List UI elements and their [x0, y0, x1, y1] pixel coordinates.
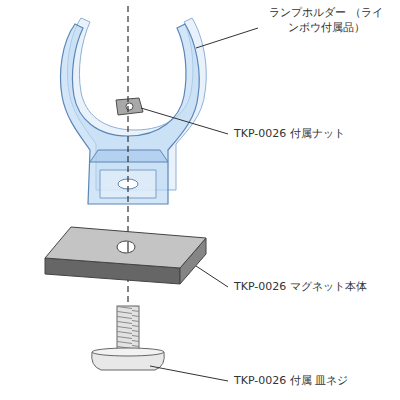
- nut-hole: [126, 103, 133, 110]
- part-label: TKP-0026 マグネット本体: [232, 280, 369, 295]
- leader-line: [196, 266, 228, 287]
- screw-shank: [117, 306, 139, 353]
- leader-line: [196, 28, 258, 48]
- lamp-holder: [61, 24, 200, 204]
- screw-head-top: [92, 348, 164, 356]
- lamp-holder-seat: [90, 150, 168, 162]
- leader-line: [141, 108, 228, 134]
- magnet-body: [45, 227, 206, 268]
- part-label: TKP-0026 付属 皿ネジ: [232, 374, 350, 389]
- nut: [116, 98, 143, 115]
- part-label: TKP-0026 付属ナット: [232, 127, 347, 142]
- center-line: [127, 242, 128, 252]
- leader-line: [150, 366, 228, 381]
- magnet-hole: [117, 241, 135, 253]
- part-label: ランプホルダー （ラインボウ付属品）: [262, 6, 390, 36]
- screw-thread: [117, 306, 139, 353]
- lamp-holder-window: [100, 170, 156, 198]
